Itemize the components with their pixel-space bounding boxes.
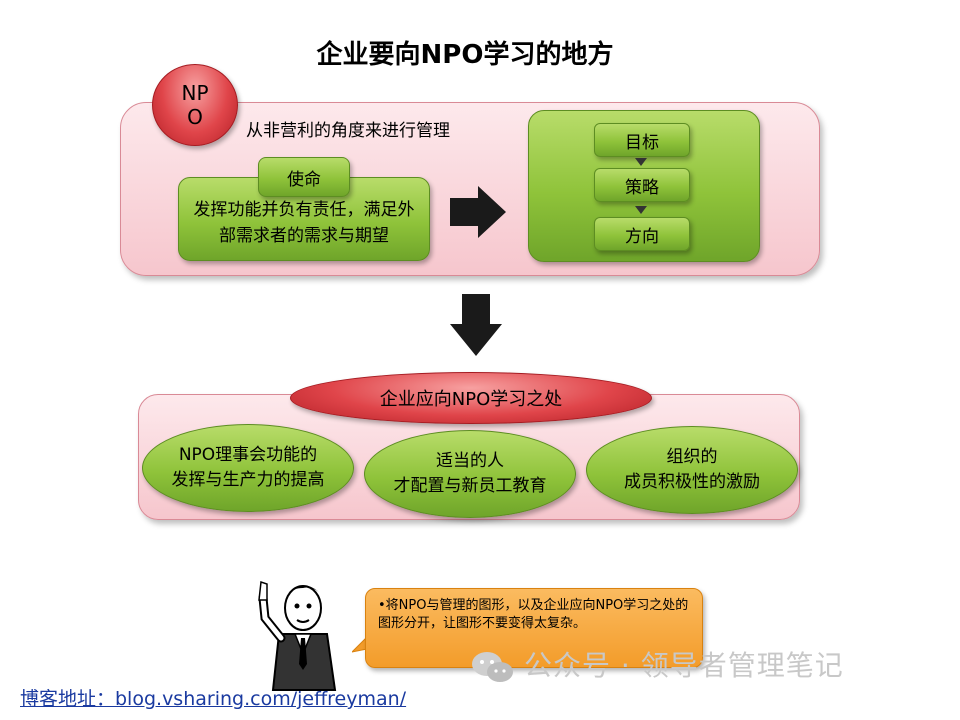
page-title: 企业要向NPO学习的地方 [316,40,614,70]
lesson-line: 组织的 [666,447,718,467]
npo-badge: NPO [152,64,238,146]
right-arrow-icon [450,186,506,238]
down-arrow-icon [450,294,502,356]
lesson-line: 成员积极性的激励 [624,472,760,492]
npo-subtitle: 从非营利的角度来进行管理 [246,121,450,141]
note-callout: •将NPO与管理的图形，以及企业应向NPO学习之处的图形分开，让图形不要变得太复… [365,588,703,668]
lesson-staffing: 适当的人 才配置与新员工教育 [364,430,576,518]
npo-badge-label: NPO [181,81,209,129]
watermark: 公众号 · 领导者管理笔记 [524,649,844,682]
lesson-board-function: NPO理事会功能的 发挥与生产力的提高 [142,424,354,512]
pointing-man-illustration [258,580,337,691]
note-text: •将NPO与管理的图形，以及企业应向NPO学习之处的图形分开，让图形不要变得太复… [378,598,689,631]
lesson-line: 适当的人 [436,451,504,471]
lesson-line: 发挥与生产力的提高 [171,470,325,490]
lesson-line: NPO理事会功能的 [178,445,318,465]
flow-arrow-icon [635,206,647,214]
lesson-line: 才配置与新员工教育 [393,476,547,496]
flow-step-strategy: 策略 [594,168,690,202]
enterprise-heading: 企业应向NPO学习之处 [290,372,652,424]
blog-link[interactable]: 博客地址：blog.vsharing.com/jeffreyman/ [20,688,407,710]
mission-text: 发挥功能并负有责任，满足外部需求者的需求与期望 [193,200,415,246]
lesson-motivation: 组织的 成员积极性的激励 [586,426,798,514]
flow-step-direction: 方向 [594,217,690,251]
wechat-icon [472,652,513,682]
mission-tab: 使命 [258,157,350,197]
flow-step-goal: 目标 [594,123,690,157]
flow-arrow-icon [635,158,647,166]
